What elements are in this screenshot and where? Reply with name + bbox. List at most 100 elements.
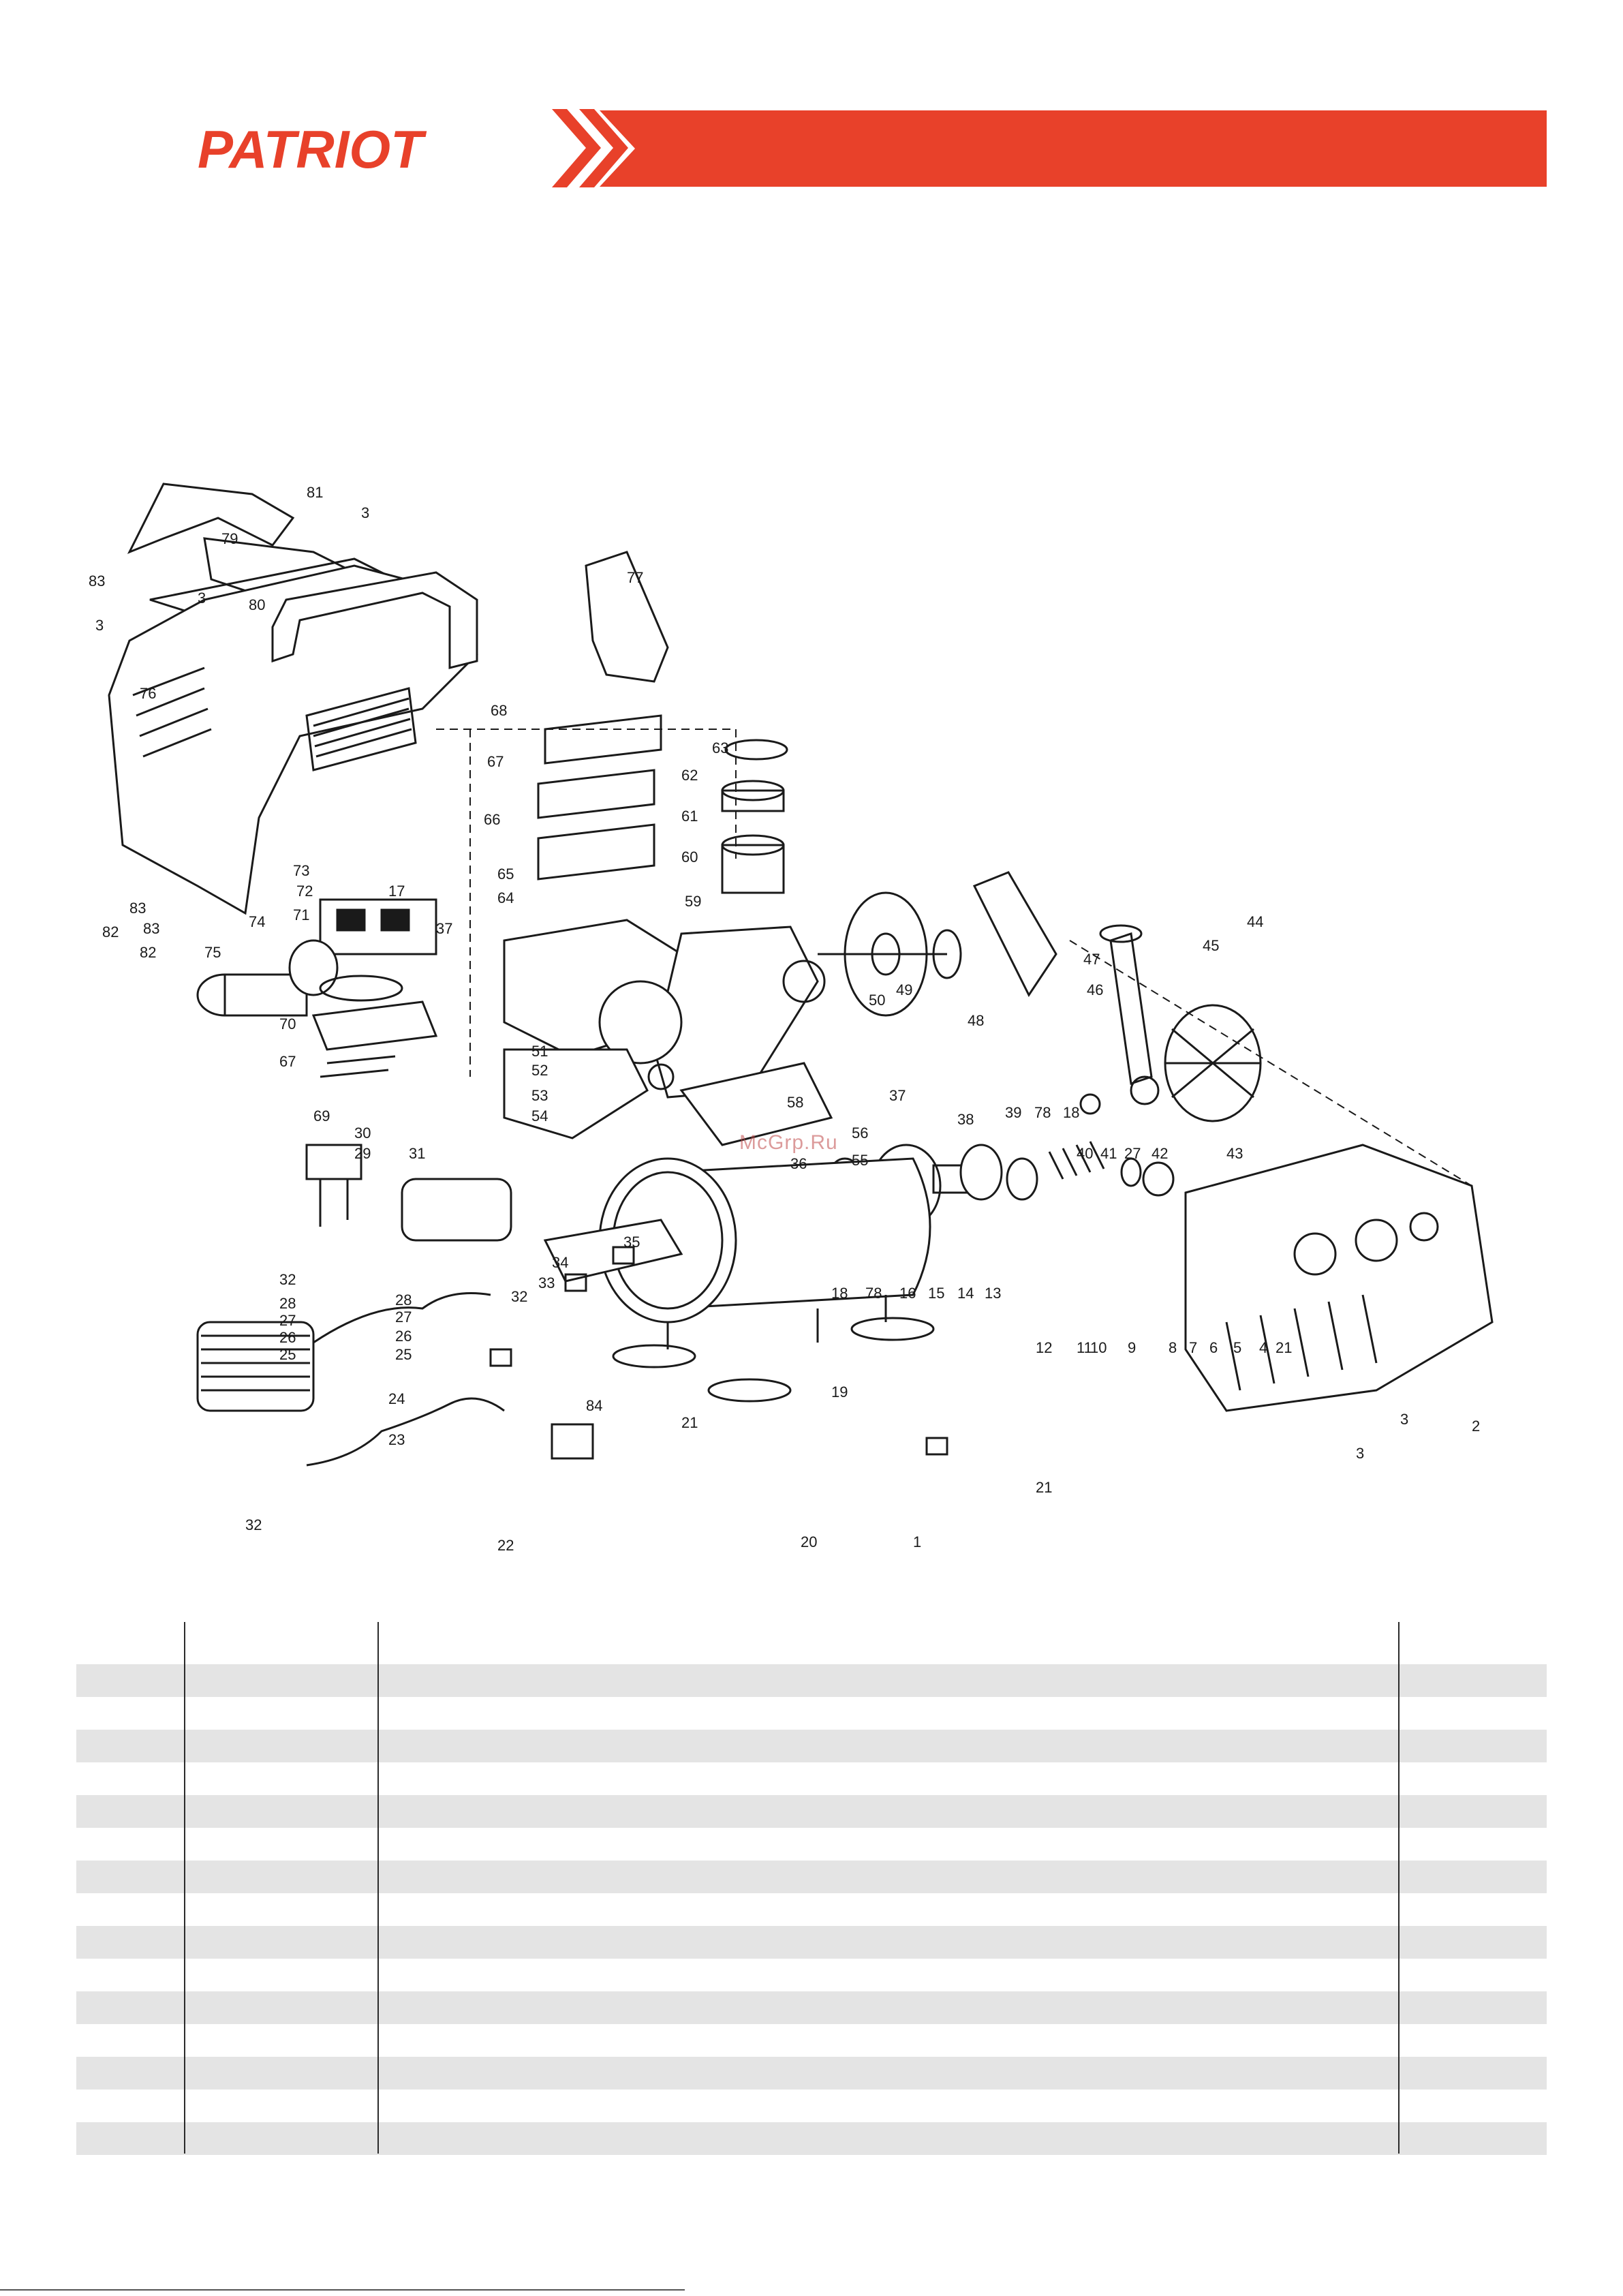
- callout-label: 9: [1128, 1339, 1136, 1356]
- callout-label: 55: [852, 1152, 868, 1169]
- callout-label: 3: [361, 504, 369, 521]
- callout-label: 68: [491, 702, 507, 719]
- chevron-decoration: [552, 109, 640, 187]
- callout-label: 49: [896, 981, 912, 998]
- callout-label: 82: [140, 944, 156, 961]
- air-tank: [543, 1157, 935, 1403]
- assembly-guide-lines: [436, 729, 1472, 1187]
- header-banner: [600, 110, 1547, 187]
- callout-label: 37: [436, 920, 452, 937]
- table-row: [76, 1697, 1547, 1730]
- callout-label: 16: [899, 1285, 916, 1302]
- callout-label: 54: [531, 1107, 548, 1124]
- callout-label: 30: [354, 1124, 371, 1142]
- callout-label: 7: [1189, 1339, 1197, 1356]
- flywheel-belt: [818, 871, 1057, 1017]
- patriot-logo: PATRIOT: [198, 119, 511, 179]
- brand-name: PATRIOT: [198, 123, 427, 177]
- patriot-logo-mark: PATRIOT: [198, 119, 427, 179]
- callout-label: 26: [279, 1329, 296, 1346]
- callout-label: 56: [852, 1124, 868, 1142]
- callout-label: 12: [1036, 1339, 1052, 1356]
- callout-label: 53: [531, 1087, 548, 1104]
- callout-label: 73: [293, 862, 309, 879]
- callout-label: 79: [221, 530, 238, 547]
- callout-label: 31: [409, 1145, 425, 1162]
- table-row: [76, 1795, 1547, 1828]
- footer-rule: [0, 2289, 685, 2291]
- callout-label: 10: [1090, 1339, 1107, 1356]
- callout-label: 5: [1233, 1339, 1241, 1356]
- callout-label: 18: [1063, 1104, 1079, 1121]
- callout-label: 8: [1169, 1339, 1177, 1356]
- table-row: [76, 1991, 1547, 2024]
- callout-label: 18: [831, 1285, 848, 1302]
- motor-cap-assembly: [196, 898, 438, 1078]
- callout-label: 32: [279, 1271, 296, 1288]
- callout-label: 46: [1087, 981, 1103, 998]
- callout-label: 50: [869, 992, 885, 1009]
- callout-label: 15: [928, 1285, 944, 1302]
- table-row: [76, 1762, 1547, 1795]
- callout-label: 3: [95, 617, 104, 634]
- callout-label: 69: [313, 1107, 330, 1124]
- callout-label: 51: [531, 1043, 548, 1060]
- callout-label: 44: [1247, 913, 1263, 930]
- callout-label: 62: [681, 767, 698, 784]
- callout-label: 83: [129, 900, 146, 917]
- callout-label: 22: [497, 1537, 514, 1554]
- watermark-text: McGrp.Ru: [739, 1131, 838, 1154]
- callout-label: 28: [395, 1291, 412, 1308]
- callout-label: 74: [249, 913, 265, 930]
- table-row: [76, 1893, 1547, 1926]
- chevron-outer-icon: [552, 109, 601, 187]
- callout-label: 65: [497, 866, 514, 883]
- callout-label: 4: [1259, 1339, 1267, 1356]
- callout-label: 64: [497, 889, 514, 906]
- callout-label: 40: [1077, 1145, 1093, 1162]
- parts-table: [76, 1622, 1547, 2155]
- table-row: [76, 1959, 1547, 1991]
- callout-label: 71: [293, 906, 309, 923]
- table-row: [76, 2057, 1547, 2090]
- callout-label: 63: [712, 739, 728, 756]
- callout-label: 3: [198, 590, 206, 607]
- callout-label: 14: [957, 1285, 974, 1302]
- callout-label: 32: [245, 1516, 262, 1533]
- callout-label: 25: [279, 1346, 296, 1363]
- callout-label: 27: [279, 1312, 296, 1329]
- callout-label: 25: [395, 1346, 412, 1363]
- callout-label: 27: [395, 1308, 412, 1326]
- callout-label: 72: [296, 883, 313, 900]
- callout-label: 67: [487, 753, 504, 770]
- callout-label: 11: [1077, 1339, 1092, 1356]
- callout-label: 78: [865, 1285, 882, 1302]
- valve-plates: [537, 551, 669, 881]
- callout-label: 67: [279, 1053, 296, 1070]
- callout-label: 80: [249, 596, 265, 613]
- callout-label: 58: [787, 1094, 803, 1111]
- callout-label: 20: [801, 1533, 817, 1550]
- callout-label: 78: [1034, 1104, 1051, 1121]
- callout-label: 1: [913, 1533, 921, 1550]
- callout-label: 61: [681, 808, 698, 825]
- table-column-divider: [1398, 1622, 1400, 2154]
- table-row: [76, 1861, 1547, 1893]
- exploded-parts-diagram: 81 3 79 83 3 80 3 76 77 68 63 67 62 66 6…: [68, 463, 1554, 1581]
- callout-label: 83: [143, 920, 159, 937]
- callout-label: 39: [1005, 1104, 1021, 1121]
- table-column-divider: [377, 1622, 379, 2154]
- table-row: [76, 1730, 1547, 1762]
- callout-label: 42: [1151, 1145, 1168, 1162]
- callout-label: 26: [395, 1328, 412, 1345]
- table-column-divider: [184, 1622, 185, 2154]
- callout-label: 37: [889, 1087, 906, 1104]
- callout-label: 70: [279, 1015, 296, 1032]
- callout-label: 33: [538, 1274, 555, 1291]
- callout-label: 36: [790, 1155, 807, 1172]
- callout-label: 82: [102, 923, 119, 940]
- carry-handle: [271, 571, 478, 669]
- cylinder-rings: [721, 739, 788, 894]
- callout-label: 29: [354, 1145, 371, 1162]
- table-row: [76, 2122, 1547, 2155]
